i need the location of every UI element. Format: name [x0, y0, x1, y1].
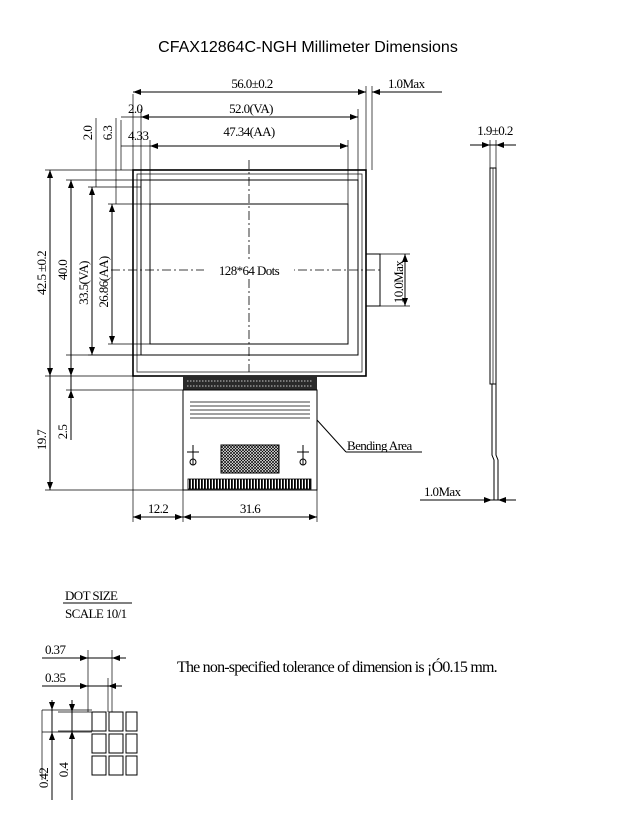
side-flex — [491, 384, 495, 500]
dim-top-to-aa: 6.3 — [100, 126, 115, 141]
tolerance-note: The non-specified tolerance of dimension… — [177, 657, 497, 676]
driver-ic — [220, 444, 280, 474]
module-inner-edge — [136, 173, 363, 373]
side-view: 1.9±0.2 1.0Max — [420, 123, 516, 503]
dim-overall-width: 56.0±0.2 — [231, 76, 272, 91]
dim-va-width: 52.0(VA) — [229, 101, 273, 116]
dim-left-to-aa: 4.33 — [128, 128, 148, 143]
dim-left-to-va: 2.0 — [128, 101, 143, 116]
dim-tail-offset: 12.2 — [148, 501, 168, 516]
dim-tail-width: 31.6 — [240, 501, 261, 516]
dot-size-detail: DOT SIZE SCALE 10/1 0.37 0.35 — [36, 588, 138, 800]
dim-tail-gap: 2.5 — [55, 425, 70, 440]
dim-height-40: 40.0 — [55, 260, 70, 280]
viewing-area — [140, 179, 359, 356]
page-title: CFAX12864C-NGH Millimeter Dimensions — [158, 39, 458, 56]
dim-top-max: 1.0Max — [388, 76, 426, 91]
dim-bottom-max: 1.0Max — [424, 484, 462, 499]
center-label: 128*64 Dots — [219, 263, 280, 278]
dot-pitch-h: 0.37 — [45, 642, 66, 657]
connector-top — [183, 376, 317, 390]
bending-area-label: Bending Area — [347, 438, 412, 453]
dot-size-title: DOT SIZE — [65, 588, 118, 603]
dim-aa-width: 47.34(AA) — [223, 124, 275, 139]
alignment-mark-right — [297, 445, 309, 466]
alignment-mark-left — [187, 445, 199, 466]
dim-va-height: 33.5(VA) — [76, 261, 91, 305]
tail-outline — [182, 389, 318, 491]
dot-grid — [91, 711, 138, 776]
dim-aa-height: 26.86(AA) — [96, 256, 111, 308]
side-tab — [366, 253, 381, 307]
dim-tail-length: 19.7 — [34, 429, 49, 450]
dot-size-scale: SCALE 10/1 — [65, 606, 127, 621]
dot-size-h: 0.35 — [45, 670, 65, 685]
front-view: 128*64 Dots — [34, 76, 442, 522]
dim-top-to-va: 2.0 — [80, 126, 95, 141]
pin-strip — [187, 478, 312, 490]
dim-tab-max: 10.0Max — [391, 260, 406, 303]
dim-overall-height: 42.5 ±0.2 — [34, 251, 49, 295]
center-label-bg — [204, 262, 294, 278]
dim-thickness: 1.9±0.2 — [477, 123, 513, 138]
dot-pitch-v: 0.42 — [36, 768, 51, 788]
bending-area-leader — [316, 419, 347, 453]
dot-size-v: 0.4 — [56, 762, 71, 778]
